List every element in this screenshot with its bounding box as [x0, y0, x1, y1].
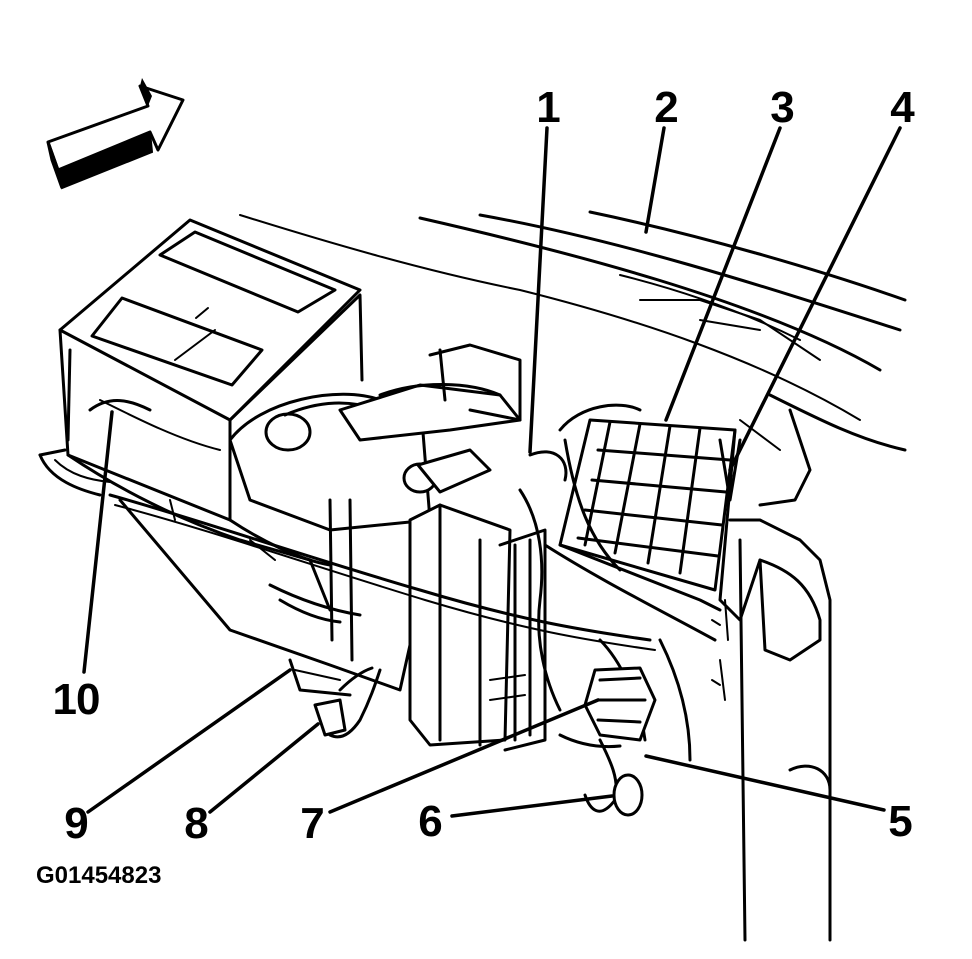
cowl-panel	[711, 438, 832, 942]
callout-1: 1	[536, 83, 561, 132]
leader-line-4	[728, 126, 902, 472]
leader-lines	[82, 126, 902, 818]
callout-3: 3	[770, 83, 795, 132]
callout-9: 9	[64, 799, 89, 848]
leader-line-9	[86, 668, 292, 814]
direction-arrow-icon	[46, 78, 185, 190]
leader-line-3	[664, 126, 782, 422]
leader-line-6	[450, 794, 614, 818]
callout-6: 6	[418, 797, 443, 846]
figure-code: G01454823	[36, 862, 162, 889]
callout-2: 2	[654, 83, 679, 132]
leader-line-8	[208, 722, 320, 814]
leader-line-2	[644, 126, 666, 234]
callout-7: 7	[300, 799, 325, 848]
callout-10: 10	[52, 675, 101, 724]
callout-8: 8	[184, 799, 209, 848]
dashboard-outline	[239, 210, 907, 507]
callout-4: 4	[890, 83, 915, 132]
leader-line-5	[644, 754, 886, 812]
evaporator-grid	[543, 403, 762, 642]
leader-line-10	[82, 410, 114, 674]
leader-line-1	[528, 126, 549, 454]
callout-5: 5	[888, 797, 913, 846]
leader-line-7	[328, 698, 600, 814]
hvac-case	[38, 218, 547, 752]
